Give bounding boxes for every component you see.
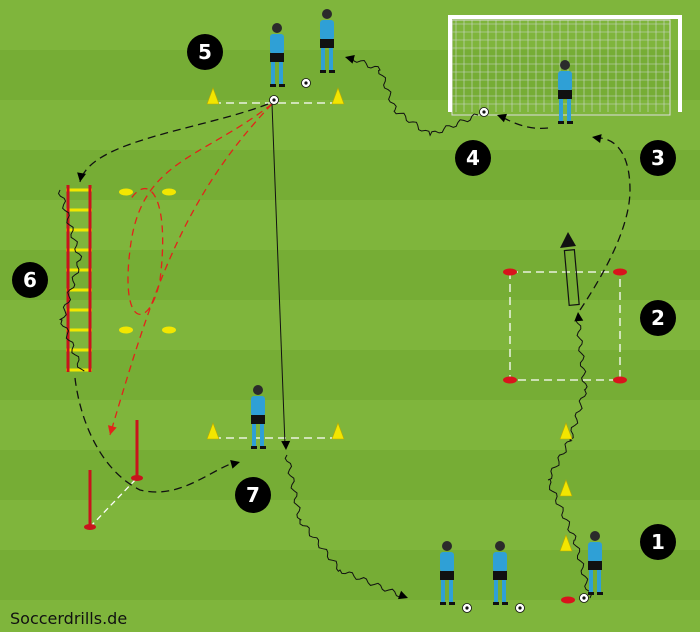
dribble-1: [547, 319, 593, 599]
ball-icon: [479, 107, 489, 117]
marker-board: [563, 249, 580, 306]
pass-line: [271, 103, 286, 446]
grass-stripe: [0, 350, 700, 400]
station-badge-2: 2: [640, 300, 676, 336]
ball-icon: [301, 78, 311, 88]
grass-stripe: [0, 400, 700, 450]
station-number: 6: [23, 268, 37, 292]
cone: [206, 87, 220, 105]
red-marker: [613, 376, 627, 384]
ball-icon: [579, 593, 589, 603]
grass-stripe: [0, 0, 700, 50]
dribble-7: [284, 454, 400, 598]
cone: [331, 422, 345, 440]
ball-icon: [269, 95, 279, 105]
station-number: 3: [651, 146, 665, 170]
arrowhead-icon: [574, 312, 584, 322]
grass-stripe: [0, 500, 700, 550]
yellow-marker: [162, 326, 176, 334]
grass-stripe: [0, 200, 700, 250]
red-pass-cones: [127, 103, 273, 315]
yellow-marker: [119, 188, 133, 196]
dribble-ladder: [57, 189, 85, 372]
cone: [331, 87, 345, 105]
station-badge-6: 6: [12, 262, 48, 298]
station-number: 4: [466, 146, 480, 170]
red-marker: [503, 376, 517, 384]
player: [270, 23, 285, 87]
station-badge-7: 7: [235, 477, 271, 513]
arrowhead-icon: [345, 54, 355, 64]
cone: [559, 422, 573, 440]
arrowhead-icon: [592, 134, 602, 143]
run-to-goal: [501, 116, 549, 130]
player: [493, 541, 508, 605]
cone-square: [509, 271, 621, 381]
arrowhead-icon: [77, 172, 86, 182]
station-badge-1: 1: [640, 524, 676, 560]
station-number: 5: [198, 40, 212, 64]
player: [440, 541, 455, 605]
station-badge-4: 4: [455, 140, 491, 176]
grass-stripe: [0, 100, 700, 150]
grass-stripe: [0, 450, 700, 500]
station-badge-5: 5: [187, 34, 223, 70]
run-to-7: [74, 377, 237, 493]
arrowhead-icon: [107, 425, 117, 435]
grass-stripe: [0, 250, 700, 300]
run-to-3: [579, 137, 631, 311]
cone: [559, 479, 573, 497]
agility-ladder: [66, 185, 92, 372]
station-number: 1: [651, 530, 665, 554]
arrowhead-icon: [497, 113, 507, 123]
cone: [206, 422, 220, 440]
station-number: 2: [651, 306, 665, 330]
arrowhead-icon: [281, 440, 291, 450]
station-badge-3: 3: [640, 140, 676, 176]
yellow-marker: [162, 188, 176, 196]
player: [320, 9, 335, 73]
ball-icon: [515, 603, 525, 613]
player: [588, 531, 603, 595]
ball-icon: [462, 603, 472, 613]
yellow-marker: [119, 326, 133, 334]
grass-stripe: [0, 600, 700, 632]
station-number: 7: [246, 483, 260, 507]
grass-stripe: [0, 150, 700, 200]
run-to-ladder: [79, 103, 269, 183]
cone: [559, 534, 573, 552]
arrowhead-icon: [230, 459, 240, 469]
arrowhead-icon: [560, 232, 576, 248]
watermark: Soccerdrills.de: [10, 609, 127, 628]
red-marker: [503, 268, 517, 276]
arrowhead-icon: [398, 590, 408, 600]
grass-stripe: [0, 300, 700, 350]
red-marker: [613, 268, 627, 276]
dribble-4: [351, 56, 479, 137]
pole-link: [89, 477, 138, 528]
player: [558, 60, 573, 124]
red-pass-poles: [109, 103, 273, 436]
red-marker: [561, 596, 575, 604]
player: [251, 385, 266, 449]
